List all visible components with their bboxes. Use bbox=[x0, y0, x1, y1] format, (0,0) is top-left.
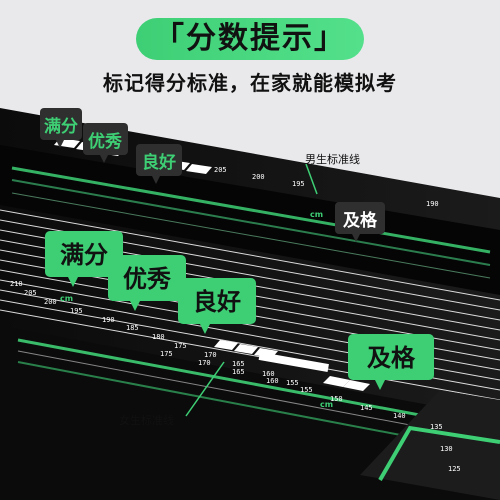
right-ruler-numbers: 175 170 165 160 155 150 145 140 135 130 … bbox=[160, 350, 461, 473]
right-num-9: 135 bbox=[430, 423, 443, 431]
top-num-2: 200 bbox=[252, 173, 265, 181]
jump-mat-illustration: 满分 优秀 良好 及格 满分 优秀 bbox=[0, 108, 500, 500]
label-full-lower: 满分 bbox=[60, 241, 108, 269]
top-num-3: 195 bbox=[292, 180, 305, 188]
bubble-good-upper: 良好 bbox=[136, 144, 182, 184]
left-num-11: 160 bbox=[262, 370, 275, 378]
bubble-pass-upper: 及格 bbox=[335, 202, 385, 242]
corner-green-angle bbox=[378, 425, 500, 481]
unit-label-lower: cm bbox=[320, 400, 333, 409]
label-good-upper: 良好 bbox=[142, 152, 176, 173]
title-left-bracket: 「 bbox=[154, 21, 186, 56]
right-num-4: 160 bbox=[266, 377, 279, 385]
label-excellent-lower: 优秀 bbox=[123, 265, 171, 293]
female-line-callout: 女生标准线 bbox=[119, 414, 174, 427]
right-num-10: 130 bbox=[440, 445, 453, 453]
label-good-lower: 良好 bbox=[193, 288, 241, 316]
right-num-6: 150 bbox=[330, 395, 343, 403]
male-line-callout-pointer bbox=[305, 164, 318, 195]
label-full-upper: 满分 bbox=[44, 116, 78, 137]
unit-label-left: cm bbox=[60, 294, 73, 303]
right-num-3: 165 bbox=[232, 368, 245, 376]
bubble-excellent-lower: 优秀 bbox=[108, 255, 186, 311]
left-num-10: 165 bbox=[232, 360, 245, 368]
title-main: 分数提示 bbox=[186, 21, 314, 56]
right-num-5: 155 bbox=[300, 386, 313, 394]
right-num-11: 125 bbox=[448, 465, 461, 473]
right-num-8: 140 bbox=[393, 412, 406, 420]
label-excellent-upper: 优秀 bbox=[88, 131, 122, 152]
left-num-8: 175 bbox=[174, 342, 187, 350]
title-right-bracket: 」 bbox=[314, 21, 346, 56]
female-line-callout-pointer bbox=[185, 361, 225, 417]
right-num-7: 145 bbox=[360, 404, 373, 412]
right-num-1: 175 bbox=[160, 350, 173, 358]
left-num-5: 190 bbox=[102, 316, 115, 324]
title-pill bbox=[136, 18, 364, 60]
right-num-2: 170 bbox=[198, 359, 211, 367]
bubble-good-lower: 良好 bbox=[178, 278, 256, 334]
left-num-3: 200 bbox=[44, 298, 57, 306]
subtitle: 标记得分标准，在家就能模拟考 bbox=[103, 71, 397, 95]
label-pass-upper: 及格 bbox=[343, 210, 378, 231]
unit-labels: cm cm cm bbox=[60, 210, 333, 409]
page-title: 「分数提示」 bbox=[136, 18, 364, 60]
bubble-full-lower: 满分 bbox=[45, 231, 123, 287]
bubble-full-upper: 满分 bbox=[40, 108, 82, 148]
mat-lower-band bbox=[0, 326, 500, 500]
left-num-12: 155 bbox=[286, 379, 299, 387]
top-num-1: 205 bbox=[214, 166, 227, 174]
left-num-1: 210 bbox=[10, 280, 23, 288]
top-ruler-numbers: 205 200 195 190 bbox=[214, 166, 439, 208]
female-line-chevrons bbox=[214, 340, 370, 391]
left-num-7: 180 bbox=[152, 333, 165, 341]
left-num-2: 205 bbox=[24, 289, 37, 297]
label-pass-lower: 及格 bbox=[367, 344, 416, 372]
male-line-callout: 男生标准线 bbox=[305, 153, 360, 166]
left-ruler-numbers: 210 205 200 195 190 185 180 175 170 165 … bbox=[10, 280, 299, 387]
title-banner: 「分数提示」 bbox=[136, 18, 364, 60]
top-num-4: 190 bbox=[426, 200, 439, 208]
upper-tick-row bbox=[11, 166, 491, 279]
left-num-6: 185 bbox=[126, 324, 139, 332]
unit-label-upper: cm bbox=[310, 210, 323, 219]
bubble-excellent-upper: 优秀 bbox=[83, 123, 128, 163]
bubble-pass-lower: 及格 bbox=[348, 334, 434, 390]
left-num-4: 195 bbox=[70, 307, 83, 315]
corner-panel bbox=[360, 390, 500, 500]
left-num-9: 170 bbox=[204, 351, 217, 359]
